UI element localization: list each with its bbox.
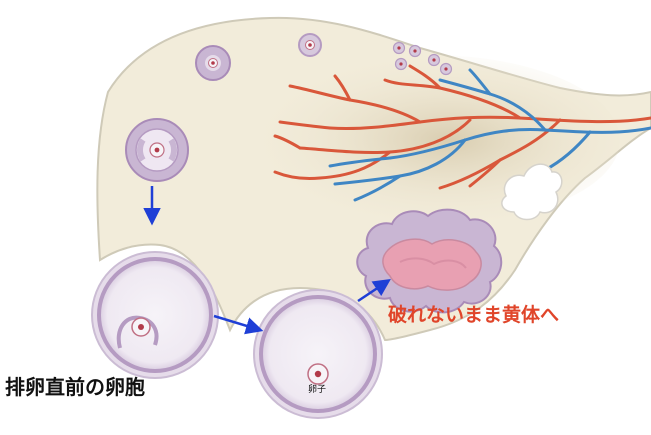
veins — [328, 68, 651, 202]
secondary-follicle — [195, 45, 231, 81]
arteries — [273, 64, 651, 190]
preovulatory-follicle — [91, 251, 219, 379]
luteinization-label: 破れないまま黄体へ — [388, 303, 559, 326]
arrow-preovulatory-to-unruptured — [213, 314, 264, 335]
arrow-unruptured-to-corpus-luteum — [357, 279, 391, 303]
primary-follicle — [298, 33, 322, 57]
primordial-follicles — [392, 41, 453, 76]
preovulatory-follicle-label: 排卵直前の卵胞 — [5, 375, 145, 399]
egg-label: 卵子 — [308, 384, 326, 395]
corpus-luteum — [356, 208, 503, 314]
corpus-albicans — [501, 163, 563, 221]
antral-follicle — [125, 118, 189, 182]
unruptured-follicle — [253, 289, 383, 419]
